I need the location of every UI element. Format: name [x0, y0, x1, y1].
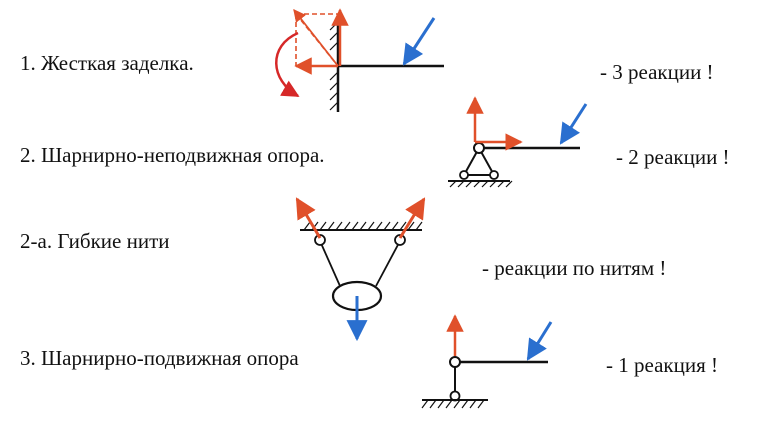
load-arrow [526, 321, 553, 361]
row-2a-label: 2-а. Гибкие нити [20, 229, 170, 253]
load-arrow [559, 103, 588, 145]
load-arrow [402, 17, 436, 66]
ceiling-hatch [303, 221, 423, 231]
row-1-label: 1. Жесткая заделка. [20, 51, 194, 75]
thread-left [319, 240, 341, 287]
reaction-moment-arrow [275, 31, 300, 98]
wall-hatch [329, 21, 339, 111]
pinned-support-diagram [448, 96, 588, 188]
row-2-label: 2. Шарнирно-неподвижная опора. [20, 143, 325, 167]
ground-hatch [421, 399, 485, 409]
row-2a-reactions: - реакции по нитям ! [482, 256, 667, 280]
thread-right [375, 240, 401, 287]
thread-reaction-right-arrow [398, 197, 426, 239]
fixed-support-diagram [275, 8, 444, 112]
row-3-reactions: - 1 реакция ! [606, 353, 718, 377]
reaction-resultant-arrow [293, 9, 339, 67]
row-3-label: 3. Шарнирно-подвижная опора [20, 346, 299, 370]
thread-reaction-left-arrow [295, 197, 322, 239]
roller-support-diagram [421, 314, 553, 409]
row-1-reactions: - 3 реакции ! [600, 60, 714, 84]
hinge-right [394, 234, 406, 246]
hinge-left [314, 234, 326, 246]
roller-hinge-top [449, 356, 461, 368]
flexible-threads-diagram [295, 197, 426, 342]
pin-triangle [462, 145, 496, 176]
pin-hinge [473, 142, 485, 154]
ground-hatch [449, 180, 513, 188]
row-2-reactions: - 2 реакции ! [616, 145, 730, 169]
